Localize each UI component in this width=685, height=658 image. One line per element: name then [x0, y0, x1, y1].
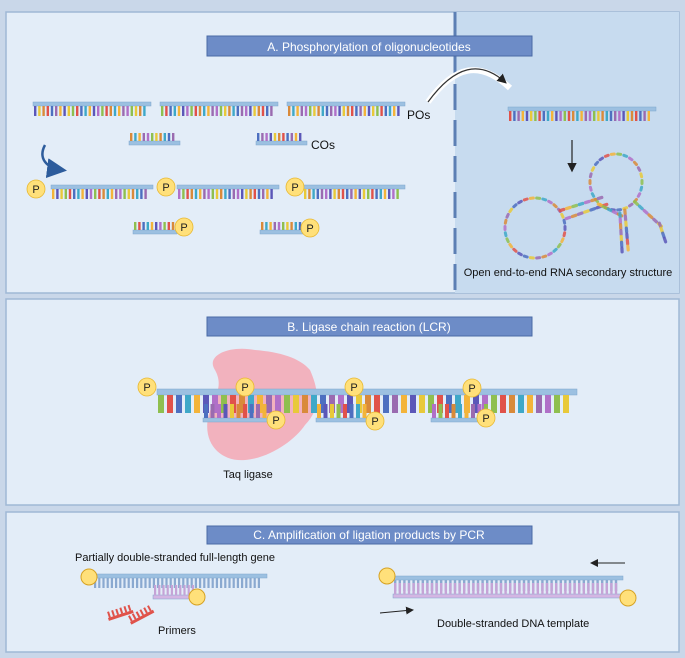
phosphate-icon: P — [137, 377, 157, 397]
po-strand — [32, 101, 152, 116]
panel-c: C. Amplification of ligation products by… — [5, 511, 680, 653]
partial-gene-label: Partially double-stranded full-length ge… — [75, 552, 275, 564]
co-strand — [255, 133, 308, 146]
curved-arrow-icon — [41, 144, 67, 179]
phosphate-label: P — [291, 182, 298, 194]
phosphate-icon: P — [156, 177, 176, 197]
rna-stem — [564, 202, 609, 221]
phosphate-label: P — [350, 382, 357, 394]
template-label: Double-stranded DNA template — [437, 618, 589, 630]
phosphate-icon: P — [235, 377, 255, 397]
panel-c-title: C. Amplification of ligation products by… — [253, 528, 485, 542]
panel-a-strands: P P P P P — [26, 101, 657, 238]
template-bottom-strand — [392, 583, 624, 599]
phosphate-label: P — [272, 415, 279, 427]
phosphate-label: P — [143, 382, 150, 394]
phosphate-label: P — [371, 416, 378, 428]
po-strand-phosphorylated — [176, 184, 280, 199]
phosphate-label: P — [32, 184, 39, 196]
panel-c-strands — [80, 567, 637, 625]
panel-a-title: A. Phosphorylation of oligonucleotides — [267, 40, 470, 54]
co-label: COs — [311, 138, 335, 152]
primer-icon — [128, 605, 155, 625]
rna-stem — [623, 208, 630, 252]
rna-stem — [558, 195, 604, 213]
phosphate-icon: P — [26, 179, 46, 199]
rna-stem — [618, 211, 624, 254]
panel-b-title-box — [206, 316, 533, 337]
po-strand — [159, 101, 279, 116]
phosphate-icon — [378, 567, 396, 585]
phosphate-icon: P — [344, 377, 364, 397]
phosphate-icon: P — [476, 408, 496, 428]
primer-icon — [107, 604, 134, 621]
lcr-oligo — [202, 404, 272, 423]
rna-stem — [657, 221, 668, 244]
primers-label: Primers — [158, 625, 196, 637]
rna-loop — [503, 196, 567, 260]
phosphate-label: P — [482, 413, 489, 425]
po-strand-phosphorylated — [302, 184, 406, 199]
co-strand-phosphorylated — [259, 222, 305, 235]
phosphate-icon: P — [462, 378, 482, 398]
rna-secondary-structure — [503, 152, 668, 260]
phosphate-icon: P — [174, 217, 194, 237]
phosphate-icon: P — [365, 411, 385, 431]
co-strand — [128, 133, 181, 146]
phosphate-icon — [80, 568, 98, 586]
rna-label: Open end-to-end RNA secondary structure — [464, 267, 673, 279]
phosphate-icon: P — [300, 218, 320, 238]
phosphate-icon — [188, 588, 206, 606]
phosphate-icon — [619, 589, 637, 607]
panel-c-title-box — [206, 525, 533, 545]
transfer-arrow-outline-icon — [427, 68, 507, 103]
phosphate-label: P — [162, 182, 169, 194]
panel-b-title: B. Ligase chain reaction (LCR) — [287, 320, 450, 334]
phosphate-label: P — [306, 223, 313, 235]
forward-primer-arrow-icon — [379, 606, 414, 615]
phosphate-label: P — [241, 382, 248, 394]
panel-b: B. Ligase chain reaction (LCR) P P P P P P P T… — [5, 298, 680, 506]
rna-structure-area — [455, 12, 679, 293]
phosphate-icon: P — [266, 410, 286, 430]
taq-ligase-label: Taq ligase — [223, 469, 273, 481]
po-strand — [286, 101, 406, 116]
phosphate-label: P — [180, 222, 187, 234]
po-strand-rna-source — [507, 106, 657, 121]
po-label: POs — [407, 108, 430, 122]
panel-a: A. Phosphorylation of oligonucleotides P… — [5, 11, 680, 294]
po-strand-phosphorylated — [50, 184, 154, 199]
lcr-oligo — [315, 404, 373, 423]
co-strand-phosphorylated — [132, 222, 178, 235]
phosphate-label: P — [468, 383, 475, 395]
panel-a-title-box — [206, 35, 533, 57]
panel-b-strands: P P P P P P P — [137, 377, 578, 431]
phosphate-icon: P — [285, 177, 305, 197]
partial-gene-top-strand — [92, 573, 268, 588]
